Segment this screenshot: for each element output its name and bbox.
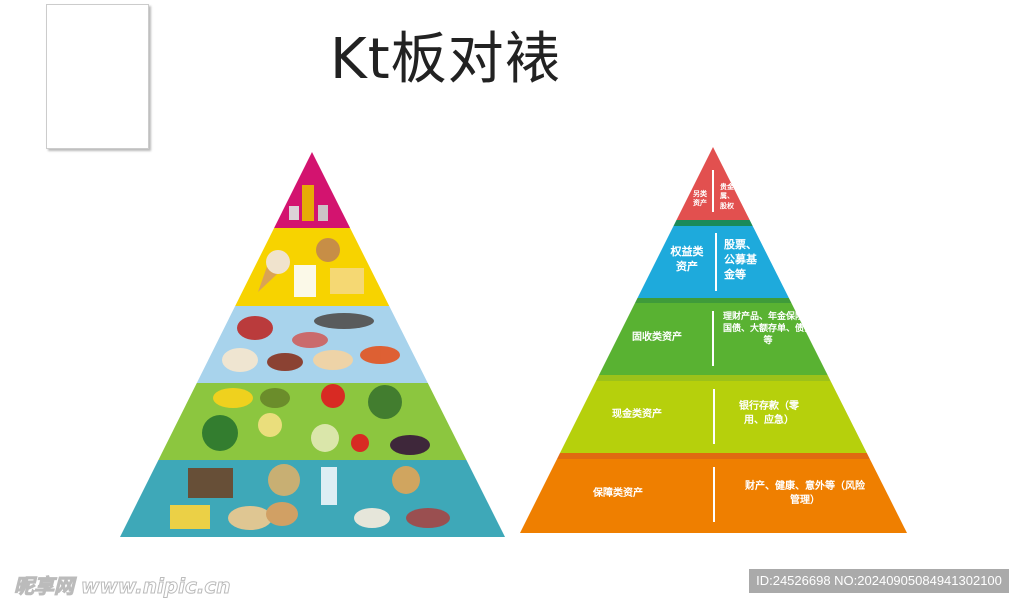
watermark-id: ID:24526698 NO:20240905084941302100: [749, 569, 1009, 593]
food-level-grains: [120, 460, 505, 537]
asset-level-4-category: 现金类资产: [612, 409, 662, 420]
asset-level-5-examples: 财产、健康、意外等（风险管理）: [745, 481, 865, 506]
asset-level-3-category: 固收类资产: [632, 332, 682, 343]
asset-level-2-category: 权益类资产: [670, 245, 704, 273]
asset-level-1-examples: 贵金属、股权: [720, 183, 734, 210]
asset-level-3-examples: 理财产品、年金保险、国债、大额存单、债券等: [722, 312, 813, 347]
asset-level-2-examples: 股票、公募基金等: [724, 238, 757, 281]
food-images: [170, 185, 450, 530]
asset-pyramid: [520, 147, 907, 533]
page-title: Kt板对裱: [330, 27, 562, 92]
blank-card: [46, 4, 149, 149]
asset-level-1-category: 另类资产: [693, 190, 707, 208]
watermark-logo: 昵享网 www.nipic.cn: [14, 574, 232, 599]
asset-level-5-category: 保障类资产: [593, 488, 643, 499]
food-level-produce: [120, 383, 505, 460]
asset-level-4-examples: 银行存款（零用、应急）: [739, 401, 799, 426]
food-pyramid: [120, 152, 505, 537]
